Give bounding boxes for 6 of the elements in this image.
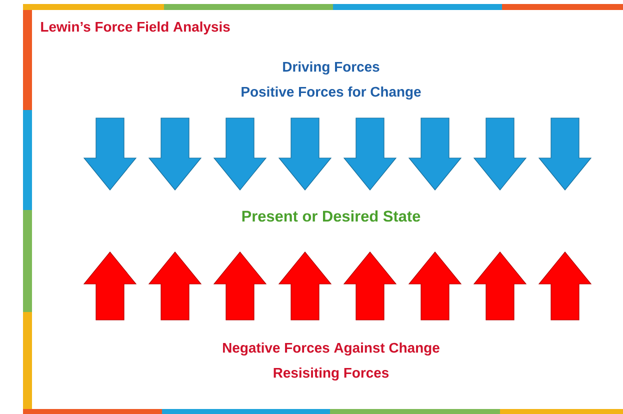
title: Lewin’s Force Field Analysis: [41, 22, 230, 34]
heading: Driving Forces: [283, 61, 380, 75]
heading: Negative Forces Against Change: [223, 342, 440, 356]
heading: Resisiting Forces: [274, 367, 389, 381]
heading: Present or Desired State: [242, 210, 420, 222]
heading: Positive Forces for Change: [242, 86, 421, 100]
